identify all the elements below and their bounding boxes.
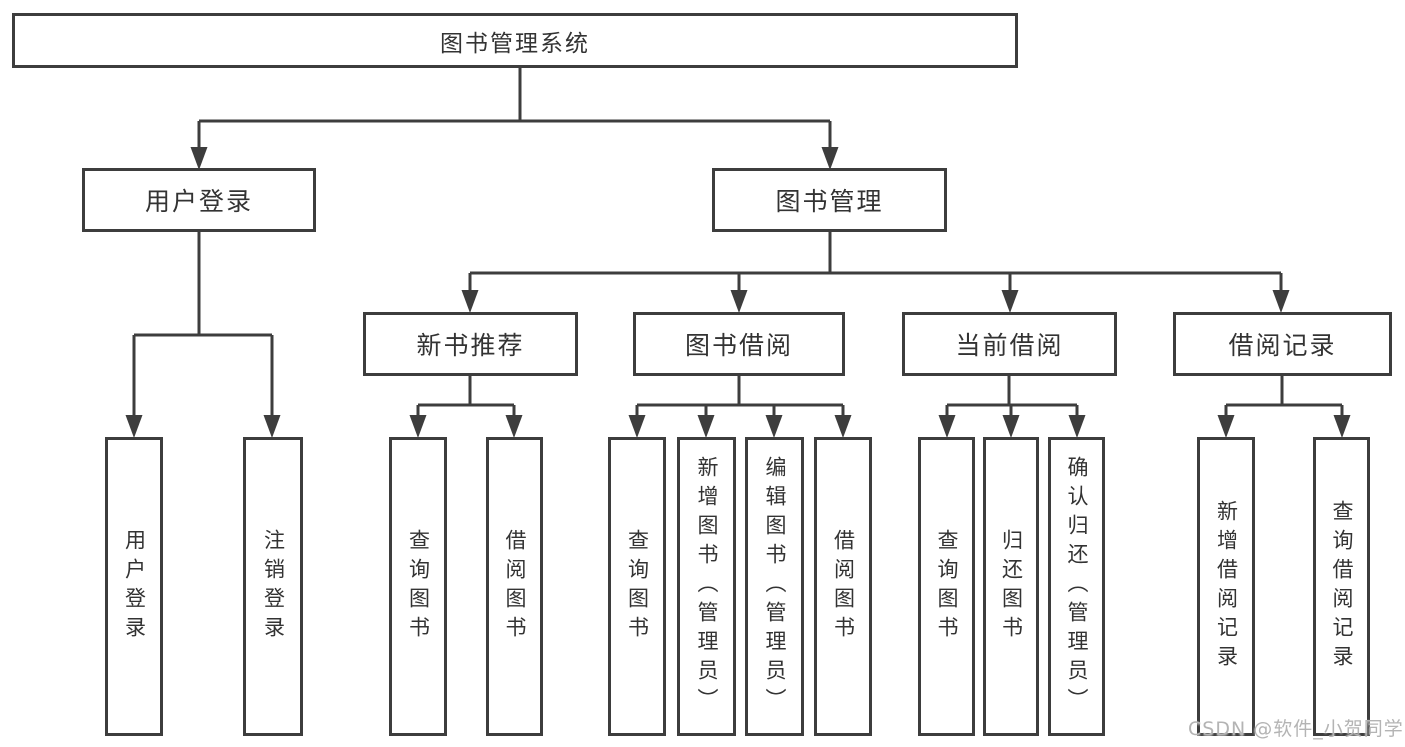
arrow-icon xyxy=(697,415,715,438)
arrow-icon xyxy=(1002,415,1020,438)
leaf-edit-books-admin: 编辑图书（管理员） xyxy=(745,437,804,736)
node-label: 确认归还（管理员） xyxy=(1065,456,1089,717)
leaf-add-books-admin: 新增图书（管理员） xyxy=(677,437,736,736)
node-label: 归还图书 xyxy=(999,528,1024,645)
node-label: 图书借阅 xyxy=(684,331,793,360)
leaf-query-books-current: 查询图书 xyxy=(918,437,975,736)
node-label: 用户登录 xyxy=(122,528,147,645)
node-label: 当前借阅 xyxy=(955,331,1064,360)
node-label: 借阅图书 xyxy=(503,528,527,645)
arrow-icon xyxy=(505,415,523,438)
arrow-icon xyxy=(409,415,427,438)
arrow-icon xyxy=(834,415,852,438)
node-label: 借阅图书 xyxy=(831,528,856,645)
node-label: 注销登录 xyxy=(261,528,286,645)
arrow-icon xyxy=(461,290,479,313)
node-borrowing-records: 借阅记录 xyxy=(1173,312,1392,376)
arrow-icon xyxy=(821,147,839,170)
node-label: 借阅记录 xyxy=(1228,331,1337,360)
node-new-book-recommendation: 新书推荐 xyxy=(363,312,578,376)
leaf-query-books-borrowing: 查询图书 xyxy=(608,437,666,736)
watermark: CSDN @软件_小贺同学 xyxy=(1188,718,1404,740)
node-user-login: 用户登录 xyxy=(82,168,316,232)
arrow-icon xyxy=(938,415,956,438)
arrow-icon xyxy=(730,290,748,313)
node-label: 编辑图书（管理员） xyxy=(763,456,787,717)
leaf-borrow-books-borrowing: 借阅图书 xyxy=(814,437,872,736)
arrow-icon xyxy=(765,415,783,438)
node-label: 新增借阅记录 xyxy=(1214,499,1239,674)
node-library-system: 图书管理系统 xyxy=(12,13,1018,68)
leaf-return-books: 归还图书 xyxy=(983,437,1039,736)
arrow-icon xyxy=(190,147,208,170)
arrow-icon xyxy=(125,415,143,438)
node-label: 用户登录 xyxy=(144,187,253,216)
node-label: 图书管理 xyxy=(775,187,884,216)
leaf-logout: 注销登录 xyxy=(243,437,303,736)
arrow-icon xyxy=(263,415,281,438)
node-current-borrowing: 当前借阅 xyxy=(902,312,1117,376)
leaf-query-books-recommend: 查询图书 xyxy=(389,437,447,736)
node-book-borrowing: 图书借阅 xyxy=(633,312,845,376)
node-label: 查询图书 xyxy=(406,528,431,645)
node-label: 查询图书 xyxy=(625,528,650,645)
leaf-borrow-books-recommend: 借阅图书 xyxy=(486,437,543,736)
node-label: 新增图书（管理员） xyxy=(695,456,719,717)
arrow-icon xyxy=(1001,290,1019,313)
node-book-management: 图书管理 xyxy=(712,168,947,232)
leaf-user-login: 用户登录 xyxy=(105,437,163,736)
arrow-icon xyxy=(1272,290,1290,313)
arrow-icon xyxy=(1333,415,1351,438)
node-label: 查询借阅记录 xyxy=(1330,499,1354,674)
arrow-icon xyxy=(1068,415,1086,438)
leaf-query-borrow-record: 查询借阅记录 xyxy=(1313,437,1370,736)
arrow-icon xyxy=(628,415,646,438)
node-label: 查询图书 xyxy=(935,528,959,645)
node-label: 新书推荐 xyxy=(416,331,525,360)
leaf-confirm-return-admin: 确认归还（管理员） xyxy=(1048,437,1105,736)
leaf-add-borrow-record: 新增借阅记录 xyxy=(1197,437,1255,736)
arrow-icon xyxy=(1217,415,1235,438)
node-label: 图书管理系统 xyxy=(440,30,590,57)
